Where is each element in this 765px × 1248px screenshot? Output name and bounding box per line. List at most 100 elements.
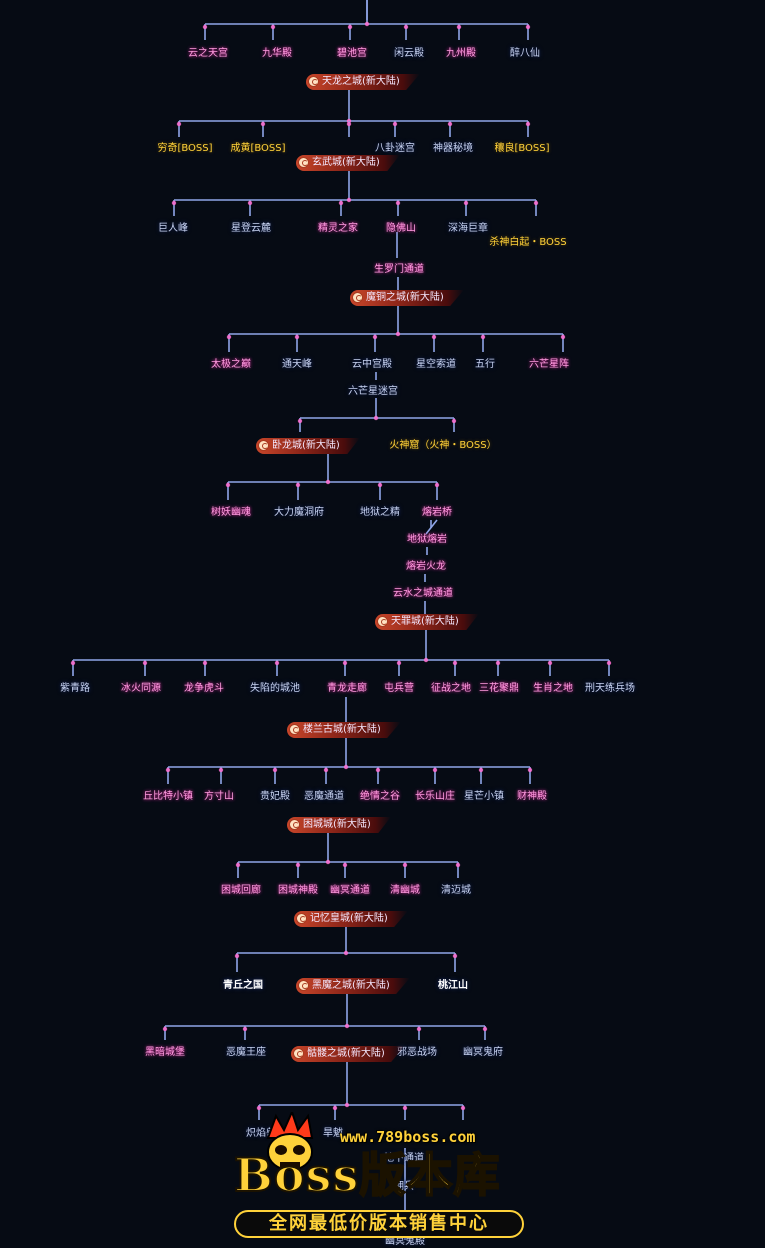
cloud-swirl-icon	[352, 292, 363, 303]
junction-glow	[377, 482, 383, 488]
junction-glow	[297, 418, 303, 424]
city-banner-label: 骷髅之城(新大陆)	[307, 1048, 385, 1059]
map-node: 困城回廊	[221, 885, 261, 896]
city-banner: 卧龙城(新大陆)	[256, 438, 360, 454]
junction-glow	[372, 334, 378, 340]
city-banner: 天龙之城(新大陆)	[306, 74, 420, 90]
map-node: 幽冥通道	[330, 885, 370, 896]
map-node: 地下通道	[384, 1153, 424, 1164]
junction-glow	[70, 660, 76, 666]
junction-glow	[162, 1026, 168, 1032]
junction-glow	[480, 334, 486, 340]
map-node: 九华殿	[262, 48, 292, 59]
map-node: 恶魔通道	[304, 791, 344, 802]
map-node: 炽焰兽	[246, 1128, 276, 1139]
city-banner-label: 玄武城(新大陆)	[312, 157, 380, 168]
junction-glow	[218, 767, 224, 773]
map-node: 通天峰	[282, 359, 312, 370]
junction-glow	[294, 334, 300, 340]
junction-glow	[344, 1102, 350, 1108]
map-node: 六芒星阵	[529, 359, 569, 370]
map-node: 青龙走廊	[327, 683, 367, 694]
city-banner-label: 黑魔之城(新大陆)	[312, 980, 390, 991]
junction-glow	[272, 767, 278, 773]
city-banner: 玄武城(新大陆)	[296, 155, 400, 171]
map-node: 大力魔洞府	[274, 507, 324, 518]
map-node: 龙争虎斗	[184, 683, 224, 694]
junction-glow	[142, 660, 148, 666]
map-node: 五行	[475, 359, 495, 370]
crown-skull-icon	[266, 1112, 314, 1171]
junction-glow	[343, 950, 349, 956]
junction-glow	[165, 767, 171, 773]
junction-glow	[392, 121, 398, 127]
map-node: 地狱之精	[360, 507, 400, 518]
map-node: 星空索道	[416, 359, 456, 370]
map-node: 杀神白起・BOSS	[489, 237, 567, 248]
map-node: 云中宫殿	[352, 359, 392, 370]
junction-glow	[525, 121, 531, 127]
junction-glow	[347, 24, 353, 30]
junction-glow	[495, 660, 501, 666]
junction-glow	[234, 953, 240, 959]
junction-glow	[478, 767, 484, 773]
map-node: 星芒小镇	[464, 791, 504, 802]
map-node: 冰火同源	[121, 683, 161, 694]
junction-glow	[463, 200, 469, 206]
map-node: 云水之城通道	[393, 588, 453, 599]
map-node: 刑天练兵场	[585, 683, 635, 694]
junction-glow	[395, 331, 401, 337]
map-node: 三花聚鼎	[479, 683, 519, 694]
map-node: 成黄[BOSS]	[230, 143, 286, 154]
map-node: 神器秘境	[433, 143, 473, 154]
junction-glow	[396, 660, 402, 666]
junction-glow	[452, 953, 458, 959]
junction-glow	[295, 862, 301, 868]
junction-glow	[325, 859, 331, 865]
map-node: 方寸山	[204, 791, 234, 802]
map-node: 火神窟（火神・BOSS）	[389, 440, 497, 451]
junction-glow	[344, 1023, 350, 1029]
cloud-swirl-icon	[289, 819, 300, 830]
map-node: 树妖幽魂	[211, 507, 251, 518]
cloud-swirl-icon	[293, 1048, 304, 1059]
city-banner-label: 记忆皇城(新大陆)	[310, 913, 388, 924]
map-node: 九州殿	[446, 48, 476, 59]
map-node: 熔岩火龙	[406, 561, 446, 572]
junction-glow	[323, 767, 329, 773]
junction-glow	[373, 415, 379, 421]
city-banner: 困城城(新大陆)	[287, 817, 391, 833]
map-node: 碧池宫	[337, 48, 367, 59]
map-node: 长乐山庄	[415, 791, 455, 802]
watermark-slogan-box: 全网最低价版本销售中心	[234, 1210, 524, 1238]
city-banner-label: 困城城(新大陆)	[303, 819, 371, 830]
junction-glow	[343, 764, 349, 770]
cloud-swirl-icon	[377, 616, 388, 627]
junction-glow	[432, 767, 438, 773]
junction-glow	[202, 660, 208, 666]
map-node: 邪恶战场	[397, 1047, 437, 1058]
map-node: 青丘之国	[223, 980, 263, 991]
map-node: 绝情之谷	[360, 791, 400, 802]
map-node: 清幽城	[390, 885, 420, 896]
junction-glow	[402, 1105, 408, 1111]
map-node: 桃江山	[438, 980, 468, 991]
map-node: 穰良[BOSS]	[494, 143, 550, 154]
junction-glow	[402, 862, 408, 868]
junction-glow	[364, 21, 370, 27]
map-node: 征战之地	[431, 683, 471, 694]
junction-glow	[338, 200, 344, 206]
diagonal-line	[425, 519, 438, 535]
junction-glow	[403, 24, 409, 30]
map-node: 失陷的城池	[250, 683, 300, 694]
map-node: 佣兵	[394, 1181, 414, 1192]
junction-glow	[342, 660, 348, 666]
junction-glow	[274, 660, 280, 666]
map-node: 财神殿	[517, 791, 547, 802]
junction-glow	[434, 482, 440, 488]
map-node: 巨人峰	[158, 223, 188, 234]
junction-glow	[416, 1026, 422, 1032]
map-node: 恶魔王座	[226, 1047, 266, 1058]
map-node: 屯兵营	[384, 683, 414, 694]
junction-glow	[332, 1105, 338, 1111]
